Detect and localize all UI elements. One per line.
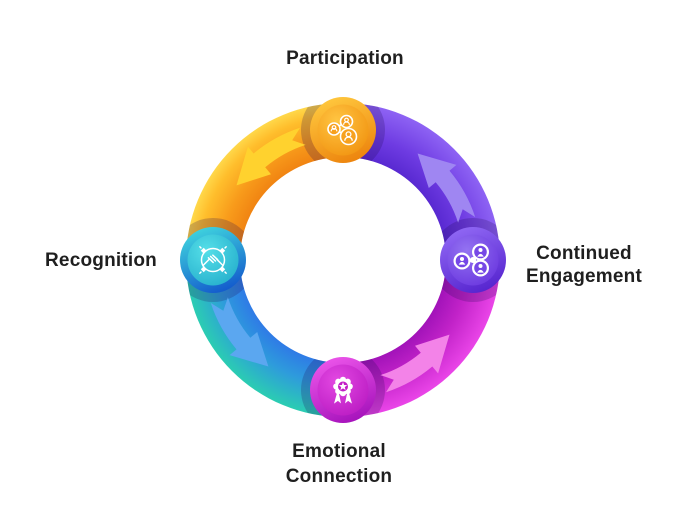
award-badge-icon [333, 376, 353, 404]
node-participation [310, 97, 376, 163]
stage-label-emotional-connection: Emotional Connection [285, 441, 393, 487]
flow-arrow-top-right [417, 153, 476, 223]
flow-arrow-bottom-right [380, 334, 450, 393]
connected-users-icon [327, 114, 358, 146]
arc-segment-bottom-right [343, 260, 500, 417]
shared-users-icon [453, 243, 490, 277]
arc-segment-top-right [343, 103, 500, 260]
flow-arrow-bottom-left [210, 297, 269, 367]
stage-label-participation: Participation [286, 48, 404, 69]
handshake-icon [198, 245, 228, 275]
arc-segment-top-left [186, 103, 343, 260]
flow-arrow-top-left [236, 127, 306, 186]
node-recognition [180, 227, 246, 293]
node-emotional-connection [310, 357, 376, 423]
stage-label-continued-engagement: Continued Engagement [525, 243, 643, 287]
node-continued-engagement [440, 227, 506, 293]
stage-label-recognition: Recognition [45, 250, 157, 271]
arc-segment-bottom-left [186, 260, 343, 417]
